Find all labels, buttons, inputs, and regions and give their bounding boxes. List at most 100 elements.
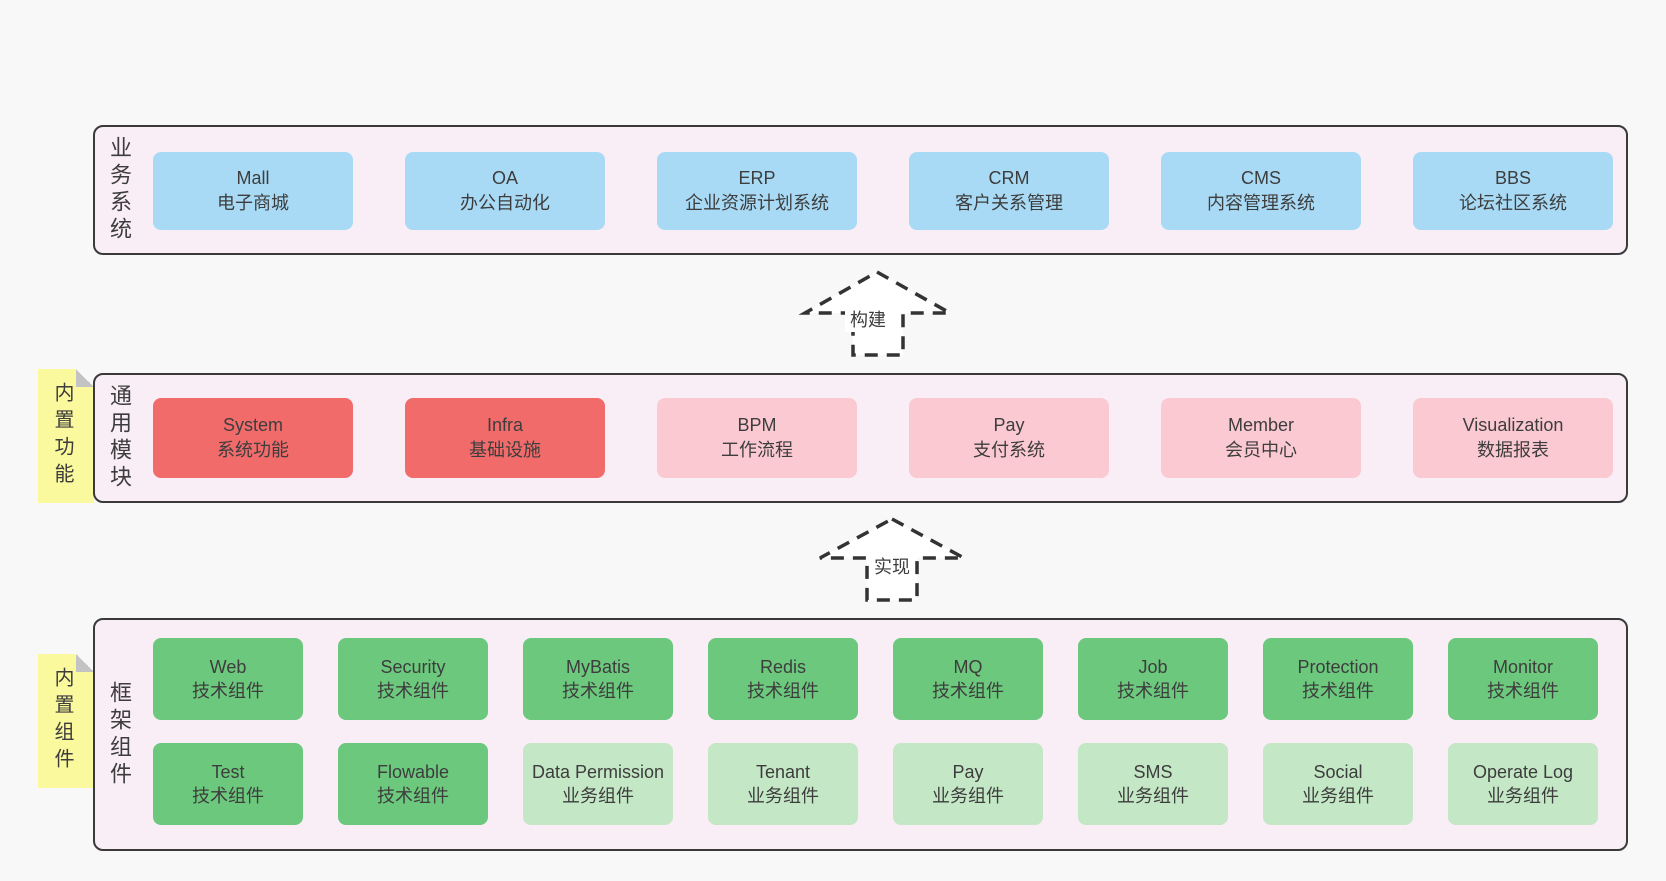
band-common-side-label: 通用模块 xyxy=(107,384,132,492)
box-subtitle: 业务组件 xyxy=(1302,786,1374,806)
box-title: Protection xyxy=(1297,657,1379,677)
box-title: Operate Log xyxy=(1472,762,1574,782)
box-subtitle: 基础设施 xyxy=(469,440,541,460)
box-subtitle: 技术组件 xyxy=(932,681,1004,701)
implement-arrow-label: 实现 xyxy=(869,555,915,579)
box-title: Web xyxy=(209,657,247,677)
box-title: BPM xyxy=(737,415,777,435)
folded-corner-icon xyxy=(76,369,94,387)
box-subtitle: 办公自动化 xyxy=(460,193,550,213)
business-box-row: Mall 电子商城 OA 办公自动化 ERP 企业资源计划系统 CRM 客户关系… xyxy=(95,127,1626,230)
box-title: Pay xyxy=(993,415,1025,435)
box-subtitle: 技术组件 xyxy=(1117,681,1189,701)
box-subtitle: 支付系统 xyxy=(973,440,1045,460)
box-erp: ERP 企业资源计划系统 xyxy=(657,152,857,230)
framework-box-row-1: Web 技术组件 Security 技术组件 MyBatis 技术组件 Redi… xyxy=(95,638,1626,720)
box-subtitle: 技术组件 xyxy=(192,681,264,701)
box-title: Tenant xyxy=(755,762,811,782)
box-title: Flowable xyxy=(376,762,450,782)
box-test: Test 技术组件 xyxy=(153,743,303,825)
box-title: MQ xyxy=(953,657,983,677)
box-monitor: Monitor 技术组件 xyxy=(1448,638,1598,720)
box-title: CMS xyxy=(1241,168,1281,188)
box-subtitle: 技术组件 xyxy=(562,681,634,701)
box-mybatis: MyBatis 技术组件 xyxy=(523,638,673,720)
box-title: Member xyxy=(1227,415,1294,435)
band-framework-side-label: 框架组件 xyxy=(107,680,132,789)
box-subtitle: 工作流程 xyxy=(721,440,793,460)
box-redis: Redis 技术组件 xyxy=(708,638,858,720)
box-title: Mall xyxy=(236,168,270,188)
box-title: ERP xyxy=(738,168,776,188)
box-cms: CMS 内容管理系统 xyxy=(1161,152,1361,230)
sticky-note-text: 内置组件 xyxy=(51,667,73,775)
box-oa: OA 办公自动化 xyxy=(405,152,605,230)
box-bbs: BBS 论坛社区系统 xyxy=(1413,152,1613,230)
box-operate-log: Operate Log 业务组件 xyxy=(1448,743,1598,825)
box-title: Job xyxy=(1138,657,1168,677)
box-infra: Infra 基础设施 xyxy=(405,398,605,478)
box-mq: MQ 技术组件 xyxy=(893,638,1043,720)
sticky-note-built-in-features: 内置功能 xyxy=(38,369,94,503)
box-subtitle: 技术组件 xyxy=(1302,681,1374,701)
box-title: CRM xyxy=(988,168,1030,188)
box-subtitle: 业务组件 xyxy=(1117,786,1189,806)
box-crm: CRM 客户关系管理 xyxy=(909,152,1109,230)
framework-rows: Web 技术组件 Security 技术组件 MyBatis 技术组件 Redi… xyxy=(95,620,1626,825)
box-pay: Pay 支付系统 xyxy=(909,398,1109,478)
box-mall: Mall 电子商城 xyxy=(153,152,353,230)
box-sms: SMS 业务组件 xyxy=(1078,743,1228,825)
box-title: Infra xyxy=(486,415,524,435)
box-subtitle: 数据报表 xyxy=(1477,440,1549,460)
box-title: Data Permission xyxy=(531,762,665,782)
box-title: System xyxy=(222,415,283,435)
framework-box-row-2: Test 技术组件 Flowable 技术组件 Data Permission … xyxy=(95,743,1626,825)
band-business-systems: 业务系统 Mall 电子商城 OA 办公自动化 ERP 企业资源计划系统 CRM… xyxy=(93,125,1628,255)
box-title: OA xyxy=(491,168,518,188)
box-tenant: Tenant 业务组件 xyxy=(708,743,858,825)
box-subtitle: 技术组件 xyxy=(192,786,264,806)
box-social: Social 业务组件 xyxy=(1263,743,1413,825)
folded-corner-icon xyxy=(76,654,94,672)
box-visualization: Visualization 数据报表 xyxy=(1413,398,1613,478)
box-system: System 系统功能 xyxy=(153,398,353,478)
box-title: Security xyxy=(380,657,446,677)
box-subtitle: 业务组件 xyxy=(1487,786,1559,806)
box-protection: Protection 技术组件 xyxy=(1263,638,1413,720)
box-title: Redis xyxy=(759,657,807,677)
box-subtitle: 技术组件 xyxy=(377,681,449,701)
band-framework-components: 框架组件 Web 技术组件 Security 技术组件 MyBatis 技术组件… xyxy=(93,618,1628,851)
box-subtitle: 会员中心 xyxy=(1225,440,1297,460)
box-title: Test xyxy=(211,762,245,782)
box-pay-biz: Pay 业务组件 xyxy=(893,743,1043,825)
box-member: Member 会员中心 xyxy=(1161,398,1361,478)
box-title: SMS xyxy=(1133,762,1173,782)
box-title: Social xyxy=(1313,762,1363,782)
box-subtitle: 系统功能 xyxy=(217,440,289,460)
box-web: Web 技术组件 xyxy=(153,638,303,720)
box-subtitle: 电子商城 xyxy=(217,193,289,213)
box-data-permission: Data Permission 业务组件 xyxy=(523,743,673,825)
sticky-note-text: 内置功能 xyxy=(51,382,73,490)
box-subtitle: 业务组件 xyxy=(747,786,819,806)
build-arrow-label: 构建 xyxy=(845,308,891,332)
band-business-side-label: 业务系统 xyxy=(107,136,132,244)
box-subtitle: 技术组件 xyxy=(747,681,819,701)
box-subtitle: 技术组件 xyxy=(377,786,449,806)
box-title: BBS xyxy=(1494,168,1532,188)
box-subtitle: 内容管理系统 xyxy=(1207,193,1315,213)
box-subtitle: 论坛社区系统 xyxy=(1459,193,1567,213)
box-title: MyBatis xyxy=(565,657,630,677)
box-bpm: BPM 工作流程 xyxy=(657,398,857,478)
box-subtitle: 技术组件 xyxy=(1487,681,1559,701)
sticky-note-built-in-components: 内置组件 xyxy=(38,654,94,788)
box-title: Monitor xyxy=(1492,657,1554,677)
box-subtitle: 业务组件 xyxy=(562,786,634,806)
box-job: Job 技术组件 xyxy=(1078,638,1228,720)
box-title: Visualization xyxy=(1462,415,1564,435)
box-security: Security 技术组件 xyxy=(338,638,488,720)
band-common-modules: 通用模块 System 系统功能 Infra 基础设施 BPM 工作流程 Pay… xyxy=(93,373,1628,503)
box-subtitle: 业务组件 xyxy=(932,786,1004,806)
box-title: Pay xyxy=(952,762,984,782)
